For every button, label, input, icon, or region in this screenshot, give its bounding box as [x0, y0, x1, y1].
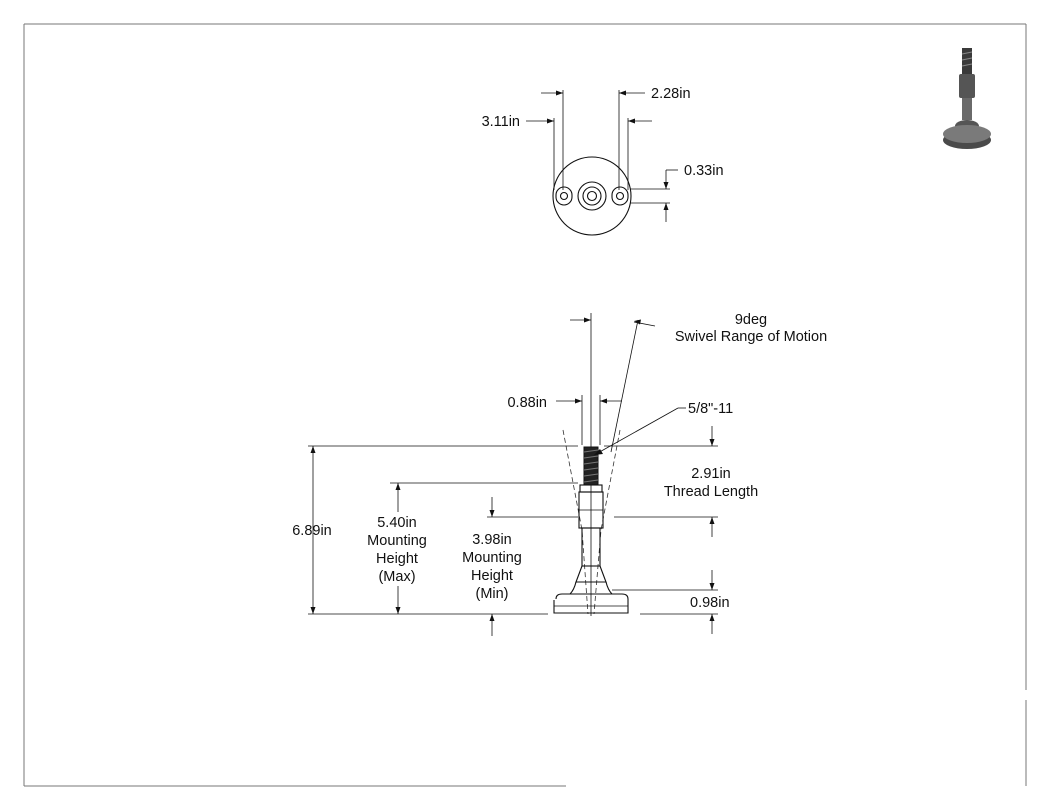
side-view: 9deg Swivel Range of Motion 0.88in 5/8"-… [292, 312, 827, 636]
leveling-foot-3d-icon [943, 48, 991, 149]
max-height-line2: Height [376, 551, 418, 567]
top-view: 3.11in 2.28in 0.33in [482, 86, 724, 236]
overall-height-label: 6.89in [292, 523, 332, 539]
sheet-border [23, 23, 1027, 787]
min-height-line2: Height [471, 568, 513, 584]
swivel-angle-label: 9deg [735, 312, 767, 328]
threaded-stud [583, 446, 599, 486]
min-height-line1: Mounting [462, 550, 522, 566]
thread-spec-label: 5/8"-11 [688, 401, 733, 417]
thread-length-value: 2.91in [691, 466, 731, 482]
stem-width-label: 0.88in [507, 395, 547, 411]
base-height-label: 0.98in [690, 595, 730, 611]
dim-2-28-label: 2.28in [651, 86, 691, 102]
thread-length-label: Thread Length [664, 484, 758, 500]
max-height-line1: Mounting [367, 533, 427, 549]
swivel-range-label: Swivel Range of Motion [675, 329, 827, 345]
dim-0-33-label: 0.33in [684, 163, 724, 179]
max-height-value: 5.40in [377, 515, 417, 531]
max-height-line3: (Max) [378, 569, 415, 585]
dim-3-11-label: 3.11in [482, 114, 520, 130]
min-height-line3: (Min) [475, 586, 508, 602]
min-height-value: 3.98in [472, 532, 512, 548]
